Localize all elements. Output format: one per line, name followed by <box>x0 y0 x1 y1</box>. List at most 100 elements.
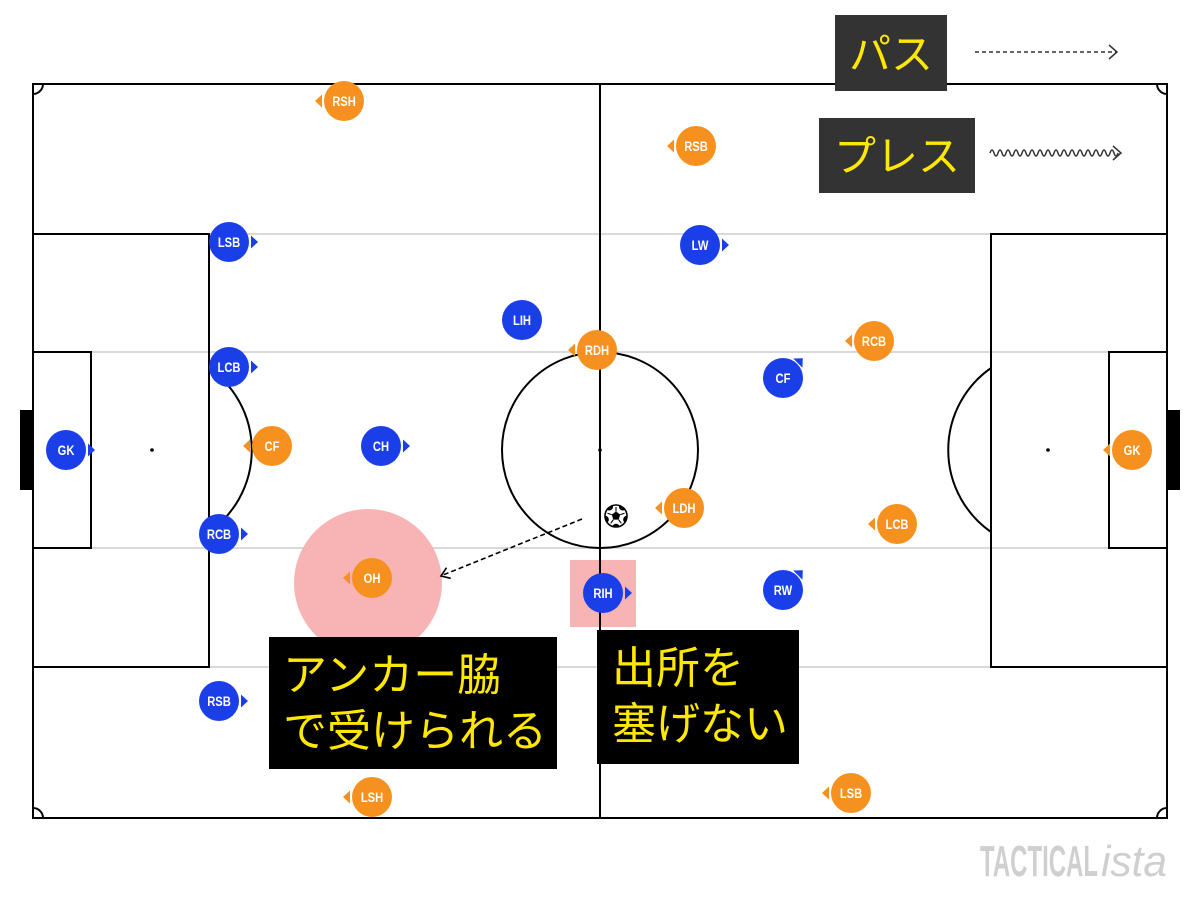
player-orange-lcb: LCB <box>868 504 917 544</box>
legend-press: プレス <box>819 118 1123 193</box>
player-orange-rdh: RDH <box>568 330 617 370</box>
player-label: RCB <box>862 334 886 349</box>
player-token <box>664 488 704 528</box>
facing-arrow-icon <box>793 570 803 580</box>
right-penalty-spot <box>1046 448 1050 452</box>
left-penalty-spot <box>150 448 154 452</box>
player-token <box>361 426 401 466</box>
player-label: RSB <box>207 694 231 709</box>
player-label: GK <box>1124 443 1142 458</box>
player-orange-lsh: LSH <box>343 777 392 817</box>
player-token <box>763 570 803 610</box>
legend-label: プレス <box>834 132 960 181</box>
facing-arrow-icon <box>722 238 729 252</box>
player-blue-rw: RW <box>763 570 803 610</box>
player-label: CF <box>265 439 280 454</box>
facing-arrow-icon <box>315 94 322 108</box>
annotation-line: 塞げない <box>612 699 788 750</box>
player-token <box>209 347 249 387</box>
player-token <box>502 300 542 340</box>
player-token <box>324 81 364 121</box>
annotation-line: で受けられる <box>283 706 547 757</box>
pass-line <box>442 518 583 576</box>
player-orange-oh: OH <box>343 558 392 598</box>
annotation-line: 出所を <box>612 643 744 694</box>
arrowhead-icon <box>439 567 451 580</box>
facing-arrow-icon <box>1103 443 1110 457</box>
player-token <box>831 773 871 813</box>
player-label: CF <box>776 371 791 386</box>
corner-arc <box>32 83 44 95</box>
player-blue-cf: CF <box>763 358 803 398</box>
player-orange-rsh: RSH <box>315 81 364 121</box>
player-token <box>352 777 392 817</box>
facing-arrow-icon <box>868 517 875 531</box>
team-blue: GK LSB LCB RCB RSB CH LIH <box>46 222 803 721</box>
annotation-pass-source: 出所を 塞げない <box>597 630 799 764</box>
player-label: GK <box>58 443 76 458</box>
player-token <box>577 330 617 370</box>
player-token <box>877 504 917 544</box>
facing-arrow-icon <box>667 139 674 153</box>
player-orange-rcb: RCB <box>845 321 894 361</box>
player-token <box>854 321 894 361</box>
player-label: LDH <box>673 501 696 516</box>
player-label: LSB <box>218 235 240 250</box>
player-label: LW <box>692 238 709 253</box>
player-token <box>1112 430 1152 470</box>
player-token <box>352 558 392 598</box>
player-blue-gk: GK <box>46 430 95 470</box>
player-orange-rsb: RSB <box>667 126 716 166</box>
soccer-ball-icon <box>604 504 628 528</box>
wavy-arrow-icon <box>989 145 1123 161</box>
corner-arc <box>1156 807 1168 819</box>
player-label: LIH <box>513 313 531 328</box>
player-orange-gk: GK <box>1103 430 1152 470</box>
facing-arrow-icon <box>343 571 350 585</box>
player-label: LCB <box>218 360 241 375</box>
player-token <box>209 222 249 262</box>
player-token <box>676 126 716 166</box>
player-token <box>252 426 292 466</box>
annotation-box <box>597 630 799 764</box>
player-label: LSH <box>361 790 383 805</box>
annotation-anchor-side: アンカー脇 で受けられる <box>269 637 557 769</box>
facing-arrow-icon <box>625 586 632 600</box>
legend-box <box>835 15 947 91</box>
player-token <box>680 225 720 265</box>
player-orange-cf: CF <box>243 426 292 466</box>
facing-arrow-icon <box>251 235 258 249</box>
facing-arrow-icon <box>241 527 248 541</box>
dashed-arrow-icon <box>975 44 1119 60</box>
watermark-logo: TACTICAL ista <box>980 837 1167 886</box>
player-token <box>763 358 803 398</box>
player-blue-rih: RIH <box>583 573 632 613</box>
player-orange-lsb: LSB <box>822 773 871 813</box>
player-label: RIH <box>593 586 612 601</box>
corner-arc <box>1156 83 1168 95</box>
player-label: RSB <box>684 139 708 154</box>
facing-arrow-icon <box>88 443 95 457</box>
facing-arrow-icon <box>568 343 575 357</box>
player-label: LCB <box>886 517 909 532</box>
player-blue-rsb: RSB <box>199 681 248 721</box>
player-token <box>46 430 86 470</box>
facing-arrow-icon <box>655 501 662 515</box>
player-label: RCB <box>207 527 231 542</box>
player-label: LSB <box>840 786 862 801</box>
player-blue-rcb: RCB <box>199 514 248 554</box>
team-orange: RSH RSB RDH RCB CF GK <box>243 81 1152 817</box>
player-label: RW <box>774 583 792 598</box>
legend: パス プレス <box>819 15 1123 193</box>
right-penalty-arc <box>947 367 992 533</box>
player-label: RDH <box>585 343 609 358</box>
player-orange-ldh: LDH <box>655 488 704 528</box>
facing-arrow-icon <box>251 360 258 374</box>
pass-arrow <box>439 518 583 580</box>
player-label: RSH <box>332 94 356 109</box>
facing-arrow-icon <box>403 439 410 453</box>
player-token <box>583 573 623 613</box>
facing-arrow-icon <box>822 786 829 800</box>
player-blue-ch: CH <box>361 426 410 466</box>
